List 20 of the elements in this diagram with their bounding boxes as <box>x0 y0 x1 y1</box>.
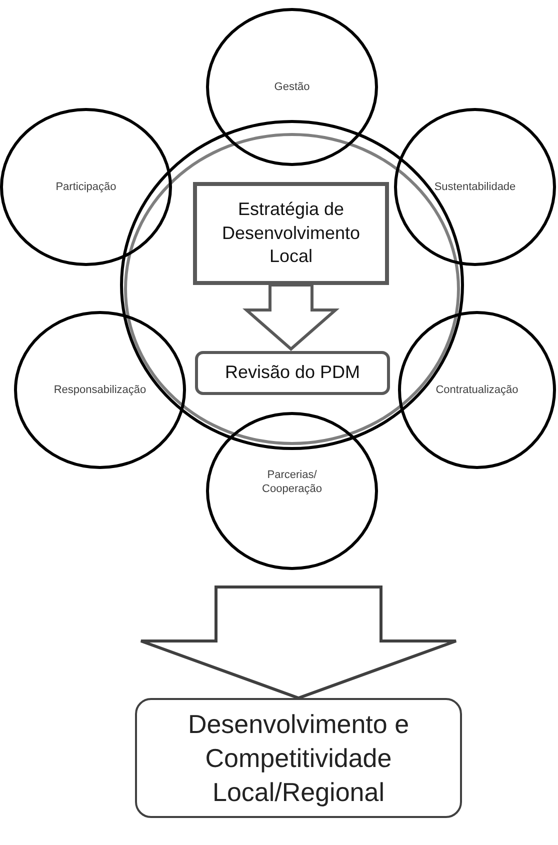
node-label: Estratégia de Desenvolvimento Local <box>220 198 362 268</box>
node-label: Participação <box>56 180 116 194</box>
node-label: Gestão <box>274 80 310 94</box>
node-label: Responsabilização <box>54 382 146 398</box>
outcome-box <box>135 698 462 818</box>
rounded-box <box>195 351 390 395</box>
theme-circle <box>394 108 556 266</box>
node-label: Contratualização <box>436 382 518 398</box>
block-arrow <box>242 284 340 351</box>
theme-circle <box>206 412 378 570</box>
node-label: Revisão do PDM <box>224 362 360 384</box>
block-arrow <box>140 586 458 700</box>
theme-circle <box>206 8 378 166</box>
theme-circle <box>398 311 556 469</box>
node-label: Parcerias/ Cooperação <box>261 468 323 496</box>
node-label: Desenvolvimento e Competitividade Local/Regional <box>186 708 410 810</box>
node-label: Sustentabilidade <box>434 180 516 194</box>
theme-circle <box>0 108 172 266</box>
theme-circle <box>14 311 186 469</box>
callout-box <box>193 182 389 285</box>
